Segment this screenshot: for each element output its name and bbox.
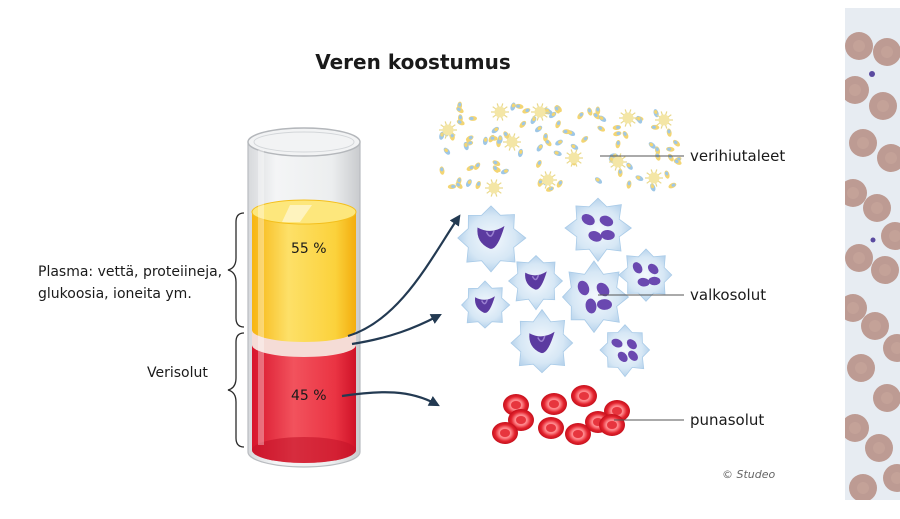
platelet [535,159,543,169]
white-cells-label: valkosolut [690,286,766,304]
platelet [594,176,603,185]
platelet [554,138,564,146]
page-title: Veren koostumus [300,50,526,74]
activated-platelet [491,103,509,120]
white-blood-cell [462,281,510,328]
platelet [668,182,678,190]
activated-platelet [485,179,503,196]
platelet [518,120,527,129]
platelet [615,140,621,149]
platelet [492,159,502,167]
platelet [466,164,476,172]
smear-platelet [871,238,876,243]
platelet [664,170,671,179]
platelet [448,184,457,190]
red-blood-cell [571,385,597,407]
white-blood-cell [600,325,650,377]
platelets-label: verihiutaleet [690,147,785,165]
platelet [439,166,445,175]
platelet [482,136,488,145]
platelet [515,103,524,109]
platelet [469,116,477,121]
red-blood-cell [599,414,625,436]
platelet [621,130,629,140]
copyright-credit: © Studeo [722,468,775,481]
platelet [651,125,660,130]
white-blood-cell [619,249,672,301]
platelet [576,111,585,121]
plasma-description-line-1: Plasma: vettä, proteiineja, [38,261,222,283]
activated-platelet [645,169,663,186]
white-blood-cell [458,206,526,272]
red-cells-label: punasolut [690,411,764,429]
activated-platelet [539,171,557,188]
platelet [613,130,622,137]
microscope-blood-smear-image [845,8,900,500]
platelet [635,174,645,182]
platelet [522,107,532,114]
platelet [666,128,672,137]
platelet [596,124,606,132]
smear-platelet [869,71,875,77]
platelet-cluster [438,101,682,196]
platelet [654,152,661,162]
white-blood-cell [563,261,629,332]
platelet [580,135,589,144]
platelet [517,148,523,157]
platelet [672,139,681,148]
activated-platelet [619,109,637,126]
platelet [554,119,562,129]
blood-cells-label: Verisolut [147,362,208,384]
plasma-description: Plasma: vettä, proteiineja, glukoosia, i… [38,261,222,305]
arrow-to-platelets [348,218,458,336]
platelet [474,180,481,190]
platelet [586,107,593,116]
platelet [491,126,501,135]
plasma-percent-label: 55 % [291,241,327,257]
platelet [442,146,451,156]
plasma-description-line-2: glukoosia, ioneita ym. [38,283,222,305]
white-blood-cell [511,310,573,373]
platelet [612,125,621,131]
red-blood-cell [541,393,567,415]
red-blood-cell [538,417,564,439]
platelet [625,162,634,172]
platelet [666,146,675,152]
white-blood-cell [509,256,563,310]
white-blood-cell [565,198,631,261]
platelet [626,180,632,189]
cells-percent-label: 45 % [291,388,327,404]
red-cell-cluster [492,385,630,445]
cells-brace [228,333,244,447]
test-tube [248,128,360,467]
red-blood-cell [492,422,518,444]
platelet [500,168,510,176]
platelet [553,150,563,157]
platelet [535,143,544,153]
plasma-brace [228,213,244,327]
platelet [667,153,675,163]
tube-plasma-layer [252,212,356,342]
platelet [534,124,544,133]
white-cell-cluster [458,198,672,376]
platelet [465,178,473,188]
